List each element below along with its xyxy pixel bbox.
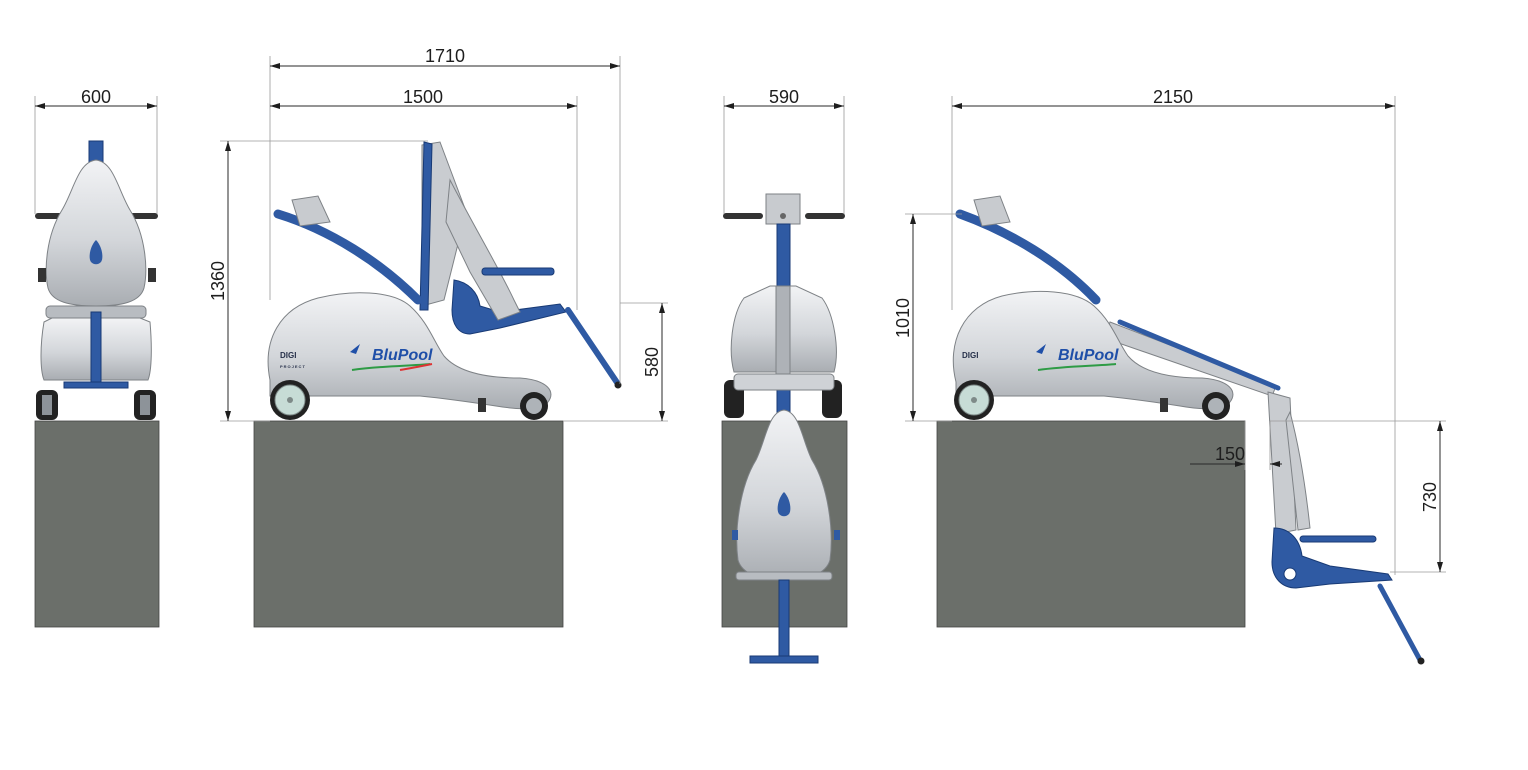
svg-text:590: 590 <box>769 87 799 107</box>
dim-extended-height: 1010 <box>893 213 962 422</box>
rear-view <box>723 193 845 664</box>
maker-logo: DIGI <box>280 351 296 360</box>
dim-front-width: 600 <box>34 87 158 214</box>
dim-extended-length: 2150 <box>951 87 1396 575</box>
dim-side-foot-height: 580 <box>563 302 668 422</box>
svg-text:730: 730 <box>1420 482 1440 512</box>
svg-text:600: 600 <box>81 87 111 107</box>
front-view <box>35 140 158 420</box>
svg-text:2150: 2150 <box>1153 87 1193 107</box>
side-view: DIGI PROJECT BluPool <box>267 141 622 420</box>
svg-text:1500: 1500 <box>403 87 443 107</box>
dim-extended-depth: 730 <box>1270 420 1446 573</box>
product-logo: BluPool <box>372 347 433 364</box>
svg-text:580: 580 <box>642 347 662 377</box>
maker-logo-sub: PROJECT <box>280 364 306 369</box>
pool-edge-block-front <box>34 420 160 628</box>
pool-edge-block-extended <box>936 420 1246 628</box>
svg-text:1360: 1360 <box>208 261 228 301</box>
product-logo-extended: BluPool <box>1058 347 1119 364</box>
dim-side-height: 1360 <box>208 140 428 422</box>
dim-side-length-total: 1710 <box>269 46 621 384</box>
pool-edge-block-side <box>253 420 564 628</box>
svg-text:150: 150 <box>1215 444 1245 464</box>
dim-rear-width: 590 <box>723 87 845 214</box>
dim-extended-overhang: 150 <box>1190 421 1282 470</box>
dim-side-length-body: 1500 <box>270 87 578 310</box>
svg-text:1010: 1010 <box>893 298 913 338</box>
dimension-annotations: 600 1710 1500 1360 <box>34 46 1446 575</box>
svg-text:1710: 1710 <box>425 46 465 66</box>
maker-logo-extended: DIGI <box>962 351 978 360</box>
extended-view: DIGI BluPool <box>952 195 1425 665</box>
